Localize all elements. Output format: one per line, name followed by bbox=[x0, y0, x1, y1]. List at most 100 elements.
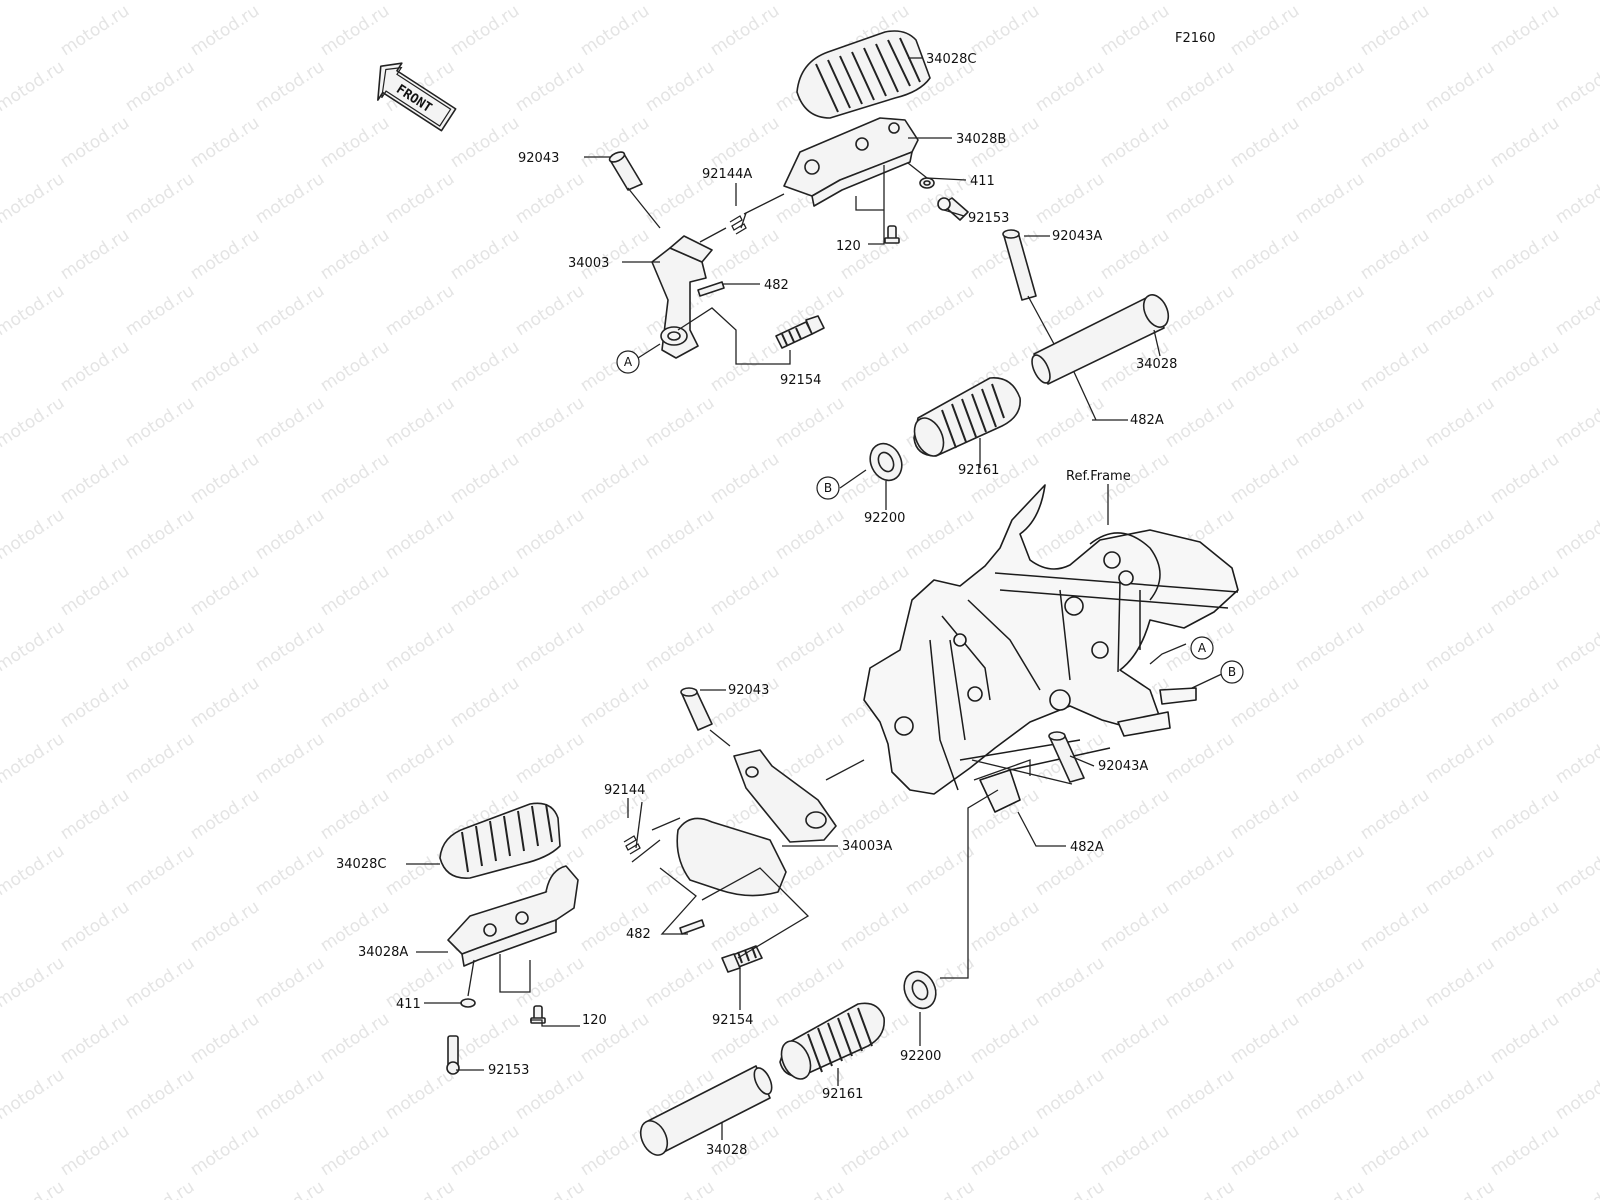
watermark-text: motod.ru bbox=[512, 0, 588, 4]
watermark-text: motod.ru bbox=[1487, 673, 1563, 732]
label-92144: 92144 bbox=[604, 783, 645, 798]
spring-92144A[interactable] bbox=[729, 212, 747, 235]
watermark-text: motod.ru bbox=[187, 897, 263, 956]
watermark-text: motod.ru bbox=[1487, 561, 1563, 620]
watermark-text: motod.ru bbox=[447, 673, 523, 732]
watermark-text: motod.ru bbox=[1357, 113, 1433, 172]
watermark-text: motod.ru bbox=[577, 449, 653, 508]
watermark-text: motod.ru bbox=[512, 953, 588, 1012]
label-92043-top: 92043 bbox=[518, 151, 559, 166]
watermark-text: motod.ru bbox=[1357, 1121, 1433, 1180]
watermark-text: motod.ru bbox=[1292, 617, 1368, 676]
footpeg-rubber-34028C-top[interactable] bbox=[796, 30, 931, 119]
watermark-text: motod.ru bbox=[1552, 1065, 1600, 1124]
watermark-text: motod.ru bbox=[1552, 841, 1600, 900]
watermark-text: motod.ru bbox=[1227, 673, 1303, 732]
footpeg-holder-34003[interactable] bbox=[651, 235, 713, 359]
watermark-text: motod.ru bbox=[187, 785, 263, 844]
watermark-text: motod.ru bbox=[1227, 1009, 1303, 1068]
watermark-text: motod.ru bbox=[1357, 449, 1433, 508]
watermark-text: motod.ru bbox=[382, 169, 458, 228]
label-34003: 34003 bbox=[568, 256, 609, 271]
watermark-text: motod.ru bbox=[512, 505, 588, 564]
label-92154-bottom: 92154 bbox=[712, 1013, 753, 1028]
watermark-text: motod.ru bbox=[1032, 57, 1108, 116]
watermark-text: motod.ru bbox=[1357, 897, 1433, 956]
watermark-text: motod.ru bbox=[642, 729, 718, 788]
watermark-text: motod.ru bbox=[902, 505, 978, 564]
bolt-120-top[interactable] bbox=[884, 225, 900, 244]
washer-92200-bottom[interactable] bbox=[898, 966, 941, 1013]
watermark-text: motod.ru bbox=[1422, 729, 1498, 788]
footpeg-bracket-34028A[interactable] bbox=[447, 865, 579, 967]
watermark-text: motod.ru bbox=[837, 897, 913, 956]
callout-b-frame: B bbox=[1220, 660, 1244, 684]
cotter-pin-482-top[interactable] bbox=[697, 281, 725, 297]
watermark-text: motod.ru bbox=[1357, 785, 1433, 844]
pin-92043-bottom[interactable] bbox=[680, 687, 713, 731]
footpeg-tube-34028-bottom[interactable] bbox=[636, 1065, 776, 1159]
watermark-text: motod.ru bbox=[0, 1177, 68, 1200]
watermark-text: motod.ru bbox=[1227, 785, 1303, 844]
watermark-text: motod.ru bbox=[1162, 393, 1238, 452]
rubber-92161-top[interactable] bbox=[909, 377, 1021, 461]
footpeg-holder-34003A[interactable] bbox=[676, 749, 837, 897]
watermark-text: motod.ru bbox=[837, 337, 913, 396]
watermark-text: motod.ru bbox=[1487, 449, 1563, 508]
pin-92043-top[interactable] bbox=[608, 150, 643, 191]
cotter-pin-482-bottom[interactable] bbox=[679, 919, 705, 935]
pin-92043A-bottom[interactable] bbox=[1048, 731, 1085, 783]
rubber-92161-bottom[interactable] bbox=[776, 1002, 885, 1083]
watermark-text: motod.ru bbox=[0, 57, 68, 116]
watermark-text: motod.ru bbox=[1162, 169, 1238, 228]
watermark-text: motod.ru bbox=[1227, 449, 1303, 508]
washer-411-bottom[interactable] bbox=[460, 998, 476, 1008]
watermark-text: motod.ru bbox=[447, 1, 523, 60]
spring-92144[interactable] bbox=[623, 801, 643, 855]
watermark-text: motod.ru bbox=[1162, 953, 1238, 1012]
watermark-text: motod.ru bbox=[1552, 617, 1600, 676]
watermark-text: motod.ru bbox=[1552, 393, 1600, 452]
footpeg-rubber-34028C-bottom[interactable] bbox=[439, 802, 561, 879]
watermark-text: motod.ru bbox=[1552, 169, 1600, 228]
watermark-text: motod.ru bbox=[122, 169, 198, 228]
watermark-text: motod.ru bbox=[707, 1, 783, 60]
watermark-text: motod.ru bbox=[1162, 281, 1238, 340]
pin-92153-bottom[interactable] bbox=[446, 1035, 460, 1075]
pin-92153-top[interactable] bbox=[937, 197, 969, 221]
watermark-text: motod.ru bbox=[317, 673, 393, 732]
svg-text:B: B bbox=[1228, 665, 1236, 679]
watermark-text: motod.ru bbox=[317, 113, 393, 172]
watermark-text: motod.ru bbox=[1487, 1, 1563, 60]
watermark-text: motod.ru bbox=[1032, 1177, 1108, 1200]
watermark-text: motod.ru bbox=[187, 1121, 263, 1180]
label-92161-top: 92161 bbox=[958, 463, 999, 478]
washer-411-top[interactable] bbox=[919, 177, 935, 189]
pin-92043A-top[interactable] bbox=[1002, 229, 1037, 301]
watermark-text: motod.ru bbox=[512, 729, 588, 788]
watermark-text: motod.ru bbox=[1422, 281, 1498, 340]
svg-text:A: A bbox=[1198, 641, 1207, 655]
watermark-text: motod.ru bbox=[382, 617, 458, 676]
label-411-bottom: 411 bbox=[396, 997, 421, 1012]
watermark-text: motod.ru bbox=[1422, 57, 1498, 116]
watermark-text: motod.ru bbox=[1227, 113, 1303, 172]
watermark-text: motod.ru bbox=[0, 281, 68, 340]
watermark-text: motod.ru bbox=[1422, 1065, 1498, 1124]
watermark-text: motod.ru bbox=[642, 505, 718, 564]
watermark-text: motod.ru bbox=[1487, 1009, 1563, 1068]
bolt-92154-bottom[interactable] bbox=[721, 945, 763, 973]
watermark-text: motod.ru bbox=[1162, 1065, 1238, 1124]
watermark-text: motod.ru bbox=[122, 1065, 198, 1124]
watermark-text: motod.ru bbox=[837, 1121, 913, 1180]
watermark-text: motod.ru bbox=[577, 1, 653, 60]
washer-92200-top[interactable] bbox=[864, 438, 907, 485]
watermark-text: motod.ru bbox=[1292, 393, 1368, 452]
watermark-text: motod.ru bbox=[1357, 673, 1433, 732]
bolt-92154-top[interactable] bbox=[775, 315, 825, 349]
watermark-text: motod.ru bbox=[772, 953, 848, 1012]
footpeg-tube-34028-top[interactable] bbox=[1028, 291, 1173, 386]
watermark-text: motod.ru bbox=[1552, 953, 1600, 1012]
footpeg-bracket-34028B[interactable] bbox=[783, 117, 919, 207]
watermark-text: motod.ru bbox=[707, 337, 783, 396]
